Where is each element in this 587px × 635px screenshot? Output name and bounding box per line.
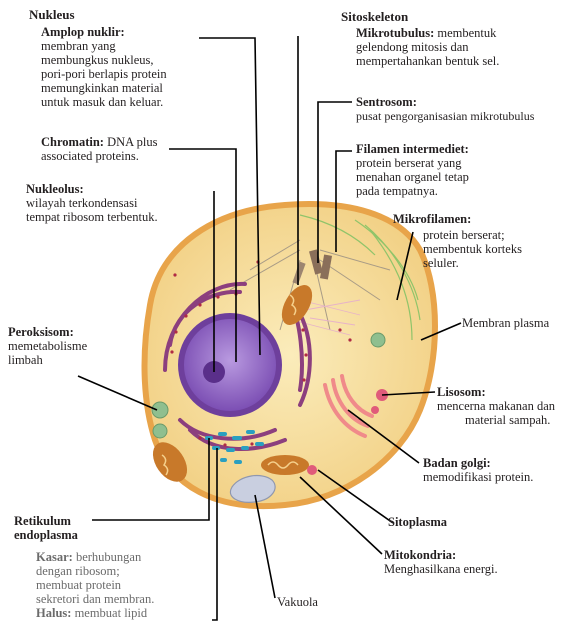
label-mitokondria: Mitokondria: Menghasilkana energi.	[384, 548, 498, 576]
label-filamen-intermediet: Filamen intermediet: protein berserat ya…	[356, 142, 469, 198]
label-sitoskeleton: Sitoskeleton	[341, 10, 408, 24]
nukleus-title: Nukleus	[29, 7, 75, 22]
amplop-desc-line: membungkus nukleus,	[41, 53, 167, 67]
mikrotubulus-desc-line: gelendong mitosis dan	[356, 40, 499, 54]
label-vakuola: Vakuola	[277, 595, 318, 609]
kasar-desc-line: sekretori dan membran.	[36, 592, 154, 606]
sitoplasma-title: Sitoplasma	[388, 515, 447, 529]
mitokondria-title: Mitokondria:	[384, 548, 498, 562]
peroksisom-desc-line: limbah	[8, 353, 87, 367]
label-sentrosom: Sentrosom: pusat pengorganisasian mikrot…	[356, 95, 534, 123]
membran-plasma-title: Membran plasma	[462, 316, 549, 330]
sitoskeleton-title: Sitoskeleton	[341, 9, 408, 24]
label-peroksisom: Peroksisom: memetabolisme limbah	[8, 325, 87, 367]
mikrotubulus-desc: membentuk	[434, 26, 496, 40]
kasar-desc-line: membuat protein	[36, 578, 154, 592]
nukleolus-desc-line: tempat ribosom terbentuk.	[26, 210, 158, 224]
filamen-title: Filamen intermediet:	[356, 142, 469, 156]
golgi-desc: memodifikasi protein.	[423, 470, 533, 484]
kasar-title: Kasar:	[36, 550, 73, 564]
mikrotubulus-desc-line: mempertahankan bentuk sel.	[356, 54, 499, 68]
nucleus	[184, 319, 276, 411]
chromatin-desc-line: associated proteins.	[41, 149, 157, 163]
halus-title: Halus:	[36, 606, 71, 620]
sentrosom-desc: pusat pengorganisasian mikrotubulus	[356, 109, 534, 123]
golgi-title: Badan golgi:	[423, 456, 533, 470]
mikrotubulus-title: Mikrotubulus:	[356, 26, 434, 40]
peroksisom-desc-line: memetabolisme	[8, 339, 87, 353]
nukleolus-title: Nukleolus:	[26, 182, 158, 196]
chromatin-desc: DNA plus	[104, 135, 157, 149]
label-retikulum-kasar: Kasar: berhubungan dengan ribosom; membu…	[36, 550, 154, 620]
halus-desc: membuat lipid	[71, 606, 147, 620]
mikrofilamen-desc-line: protein berserat;	[423, 228, 522, 242]
lisosom-desc-line: mencerna makanan dan	[437, 399, 555, 413]
amplop-desc-line: untuk masuk dan keluar.	[41, 95, 167, 109]
amplop-desc-line: memungkinkan material	[41, 81, 167, 95]
lisosom-desc-line: material sampah.	[465, 413, 550, 427]
label-badan-golgi: Badan golgi: memodifikasi protein.	[423, 456, 533, 484]
retikulum-title-2: endoplasma	[14, 528, 78, 542]
filamen-desc-line: protein berserat yang	[356, 156, 469, 170]
peroksisom-title: Peroksisom:	[8, 325, 87, 339]
chromatin-title: Chromatin:	[41, 135, 104, 149]
filamen-desc-line: menahan organel tetap	[356, 170, 469, 184]
mikrofilamen-desc-line: membentuk korteks	[423, 242, 522, 256]
filamen-desc-line: pada tempatnya.	[356, 184, 469, 198]
label-lisosom-desc-2: material sampah.	[465, 413, 550, 427]
sentrosom-title: Sentrosom:	[356, 95, 534, 109]
label-mikrofilamen: Mikrofilamen:	[393, 212, 471, 226]
lisosom-title: Lisosom:	[437, 385, 555, 399]
kasar-desc-line: dengan ribosom;	[36, 564, 154, 578]
label-amplop-nuklir: Amplop nuklir: membran yang membungkus n…	[41, 25, 167, 109]
label-mikrofilamen-desc: protein berserat; membentuk korteks selu…	[423, 228, 522, 270]
vakuola-title: Vakuola	[277, 595, 318, 609]
nukleolus-desc-line: wilayah terkondensasi	[26, 196, 158, 210]
amplop-title: Amplop nuklir:	[41, 25, 167, 39]
label-sitoplasma: Sitoplasma	[388, 515, 447, 529]
mikrofilamen-title: Mikrofilamen:	[393, 212, 471, 226]
label-mikrotubulus: Mikrotubulus: membentuk gelendong mitosi…	[356, 26, 499, 68]
mitokondria-desc: Menghasilkana energi.	[384, 562, 498, 576]
label-lisosom: Lisosom: mencerna makanan dan	[437, 385, 555, 413]
retikulum-title-1: Retikulum	[14, 514, 78, 528]
kasar-desc: berhubungan	[73, 550, 141, 564]
label-nukleolus: Nukleolus: wilayah terkondensasi tempat …	[26, 182, 158, 224]
label-retikulum: Retikulum endoplasma	[14, 514, 78, 542]
mikrofilamen-desc-line: seluler.	[423, 256, 522, 270]
label-membran-plasma: Membran plasma	[462, 316, 549, 330]
label-nukleus: Nukleus	[29, 8, 75, 22]
label-chromatin: Chromatin: DNA plus associated proteins.	[41, 135, 157, 163]
amplop-desc-line: membran yang	[41, 39, 167, 53]
amplop-desc-line: pori-pori berlapis protein	[41, 67, 167, 81]
